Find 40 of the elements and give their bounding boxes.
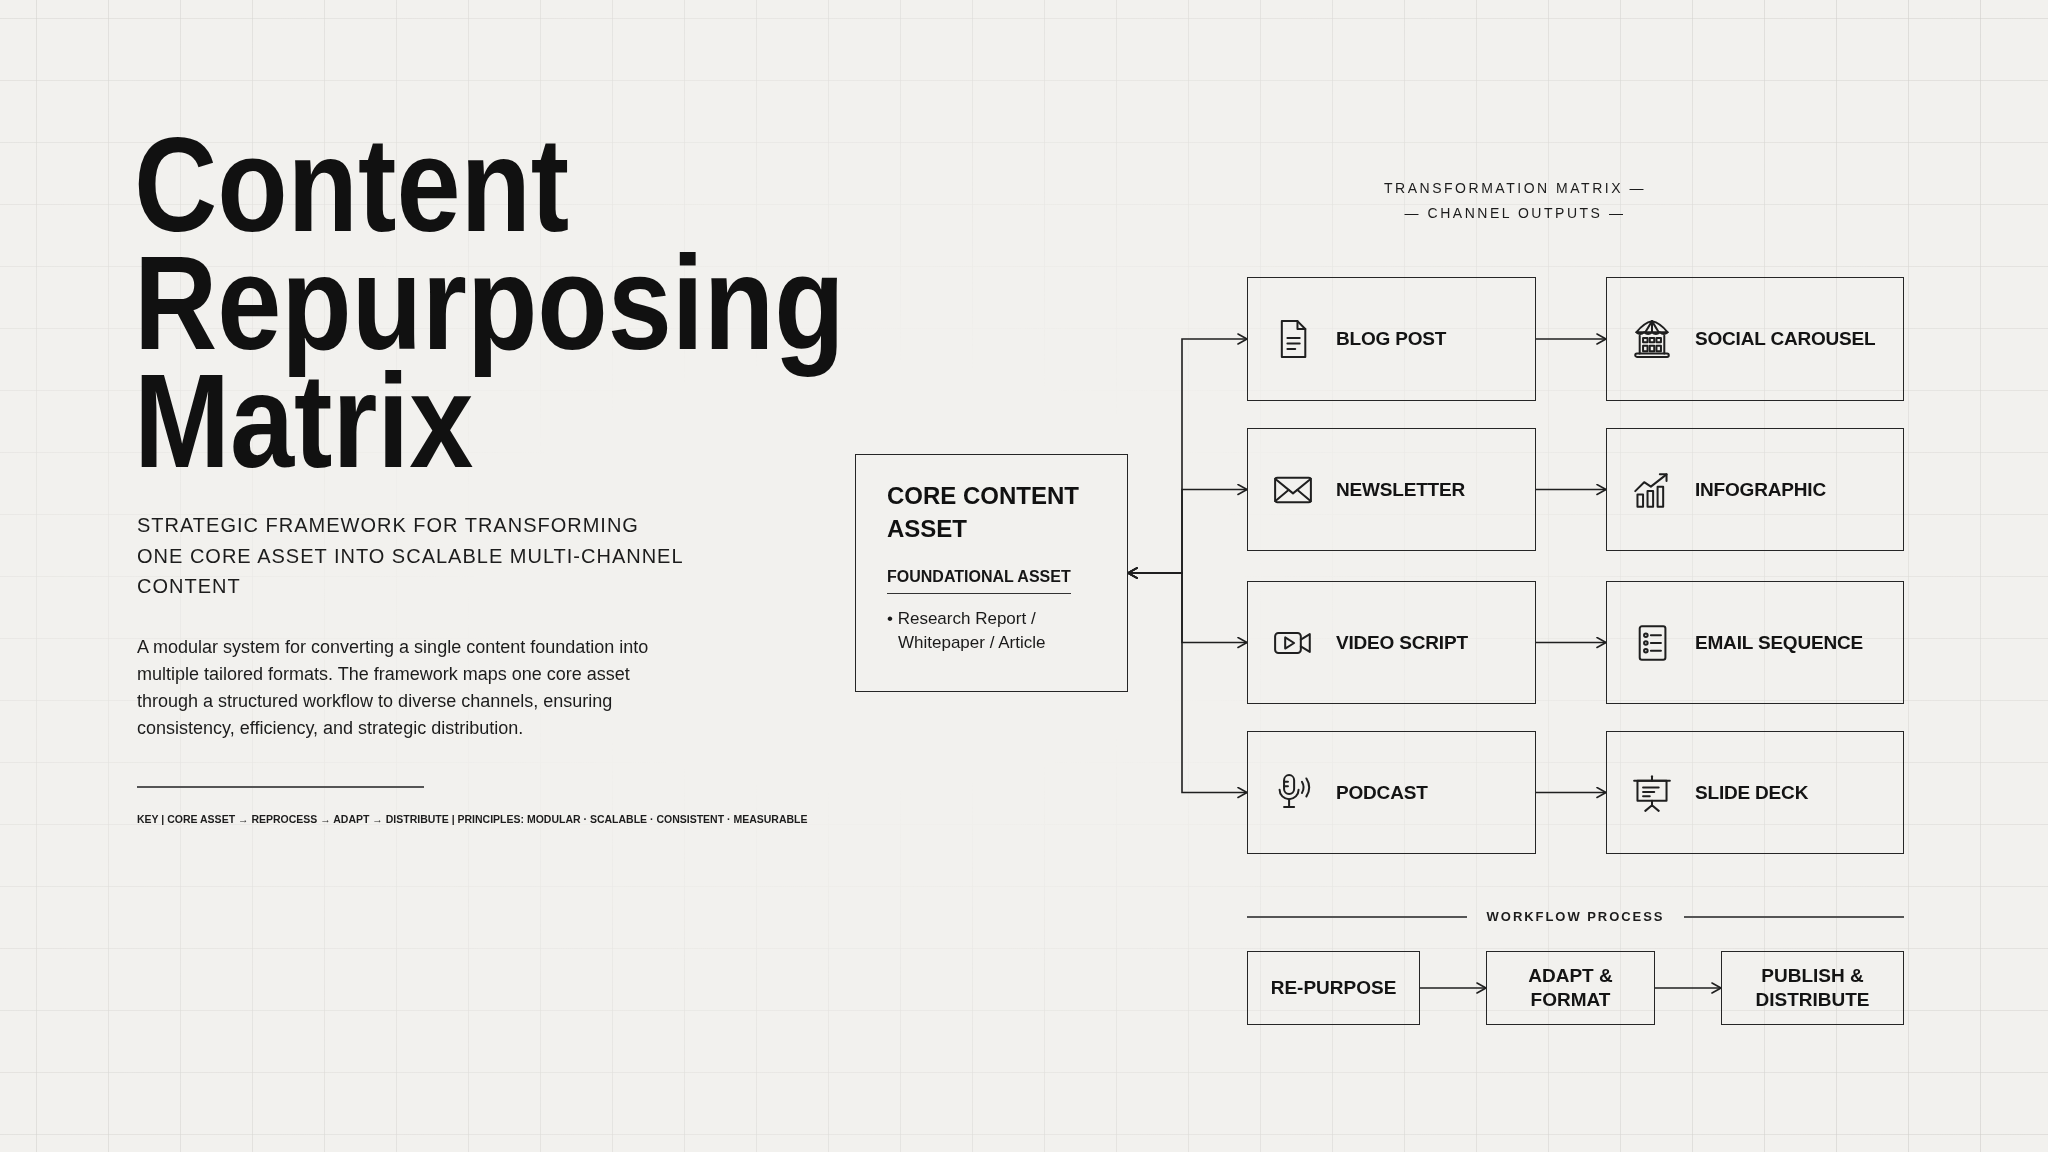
output-box bbox=[1606, 581, 1904, 704]
box-label: BLOG POST bbox=[1336, 327, 1447, 351]
arrow bbox=[1535, 483, 1607, 496]
section-heading: WORKFLOW PROCESS bbox=[1486, 908, 1665, 926]
arrow bbox=[1419, 982, 1487, 994]
output-box bbox=[1247, 277, 1536, 401]
process-box bbox=[1721, 951, 1904, 1025]
page-title: Content Repurposing Matrix bbox=[134, 126, 846, 480]
process-box bbox=[1486, 951, 1655, 1025]
core-asset-box bbox=[855, 454, 1128, 692]
box-label: SLIDE DECK bbox=[1695, 780, 1809, 805]
section-heading: TRANSFORMATION MATRIX — bbox=[1383, 180, 1647, 196]
box-label: SOCIAL CAROUSEL bbox=[1695, 327, 1876, 351]
subtitle: STRATEGIC FRAMEWORK FOR TRANSFORMING ONE CORE ASSET INTO SCALABLE MULTI-CHANNEL CONTENT bbox=[137, 513, 684, 599]
description-text: A modular system for converting a single content foundation into multiple tailored formats. The framework maps one core asset through a structured workflow to diverse channels, ensuring consistency, efficiency, and strategic distribution. bbox=[137, 636, 650, 740]
box-label: RE-PURPOSE bbox=[1270, 976, 1397, 1000]
bullet-text: • Research Report / Whitepaper / Article bbox=[887, 608, 1047, 654]
output-box bbox=[1606, 428, 1904, 551]
arrow bbox=[1535, 636, 1607, 649]
box-label: VIDEO SCRIPT bbox=[1336, 630, 1468, 655]
section-heading: — CHANNEL OUTPUTS — bbox=[1403, 205, 1627, 221]
output-box bbox=[1606, 731, 1904, 854]
key-text: KEY | CORE ASSET → REPROCESS → ADAPT → DISTRIBUTE | PRINCIPLES: MODULAR · SCALABLE · CONSISTENT · MEASURABLE bbox=[137, 812, 808, 826]
box-label: EMAIL SEQUENCE bbox=[1695, 630, 1863, 655]
box-title: CORE CONTENT ASSET bbox=[887, 481, 1080, 544]
box-label: ADAPT & FORMAT bbox=[1527, 964, 1614, 1012]
arrow bbox=[1127, 567, 1248, 799]
box-label: PODCAST bbox=[1336, 780, 1428, 805]
output-box bbox=[1247, 731, 1536, 854]
arrow bbox=[1535, 333, 1607, 345]
output-box bbox=[1606, 277, 1904, 401]
arrow bbox=[1535, 786, 1607, 799]
arrow bbox=[1654, 982, 1722, 994]
box-subtitle: FOUNDATIONAL ASSET bbox=[887, 567, 1071, 594]
process-box bbox=[1247, 951, 1420, 1025]
box-label: NEWSLETTER bbox=[1336, 477, 1465, 502]
box-label: PUBLISH & DISTRIBUTE bbox=[1754, 964, 1871, 1012]
box-label: INFOGRAPHIC bbox=[1695, 477, 1826, 502]
output-box bbox=[1247, 428, 1536, 551]
output-box bbox=[1247, 581, 1536, 704]
